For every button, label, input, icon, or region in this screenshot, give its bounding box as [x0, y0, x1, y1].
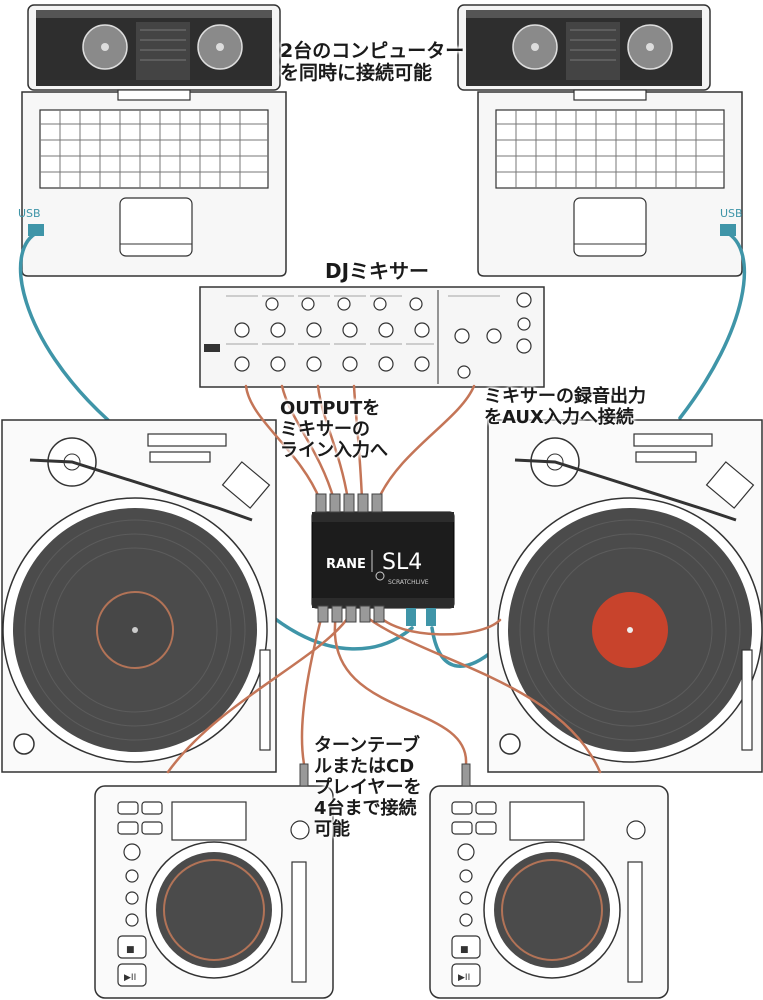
trackpad	[119, 197, 193, 257]
audio-cables	[166, 384, 602, 774]
turntable-label-line: 可能	[314, 819, 350, 840]
device-brand: RANE	[326, 557, 366, 572]
cue-button	[451, 935, 481, 959]
output-label-line: ライン入力へ	[280, 440, 388, 461]
play-pause-button	[117, 963, 147, 987]
usb-plug-right	[720, 224, 736, 236]
trackpad	[573, 197, 647, 257]
record-output-label: ミキサーの録音出力 をAUX入力へ接続	[484, 386, 646, 428]
laptop-left	[21, 4, 287, 277]
usb-cable-left	[18, 230, 110, 422]
usb-label-left: USB	[18, 207, 41, 220]
turntable-label-line: ルまたはCD	[314, 756, 415, 777]
device-model: SL4	[382, 550, 422, 575]
output-label: OUTPUTを ミキサーの ライン入力へ	[280, 398, 388, 461]
device-partner: SCRATCHLIVE	[388, 579, 429, 586]
computers-label-line: を同時に接続可能	[280, 62, 433, 84]
usb-label-right: USB	[720, 207, 743, 220]
output-label-line: ミキサーの	[280, 419, 370, 440]
tonearm-head	[221, 461, 271, 509]
tonearm-head	[705, 461, 755, 509]
computers-label-line: 2台のコンピューター	[280, 40, 465, 62]
output-label-line: OUTPUTを	[280, 398, 381, 419]
rane-sl4-interface: RANE SL4 SCRATCHLIVE	[311, 493, 455, 626]
turntable-label-line: プレイヤーを	[314, 777, 422, 798]
cd-display	[171, 801, 247, 841]
play-pause-icon: ▶II	[124, 973, 136, 983]
turntable-right	[487, 419, 763, 773]
keyboard	[39, 109, 269, 189]
play-pause-icon: ▶II	[458, 973, 470, 983]
start-stop-button	[499, 733, 521, 755]
cd-player-right: ■ ▶II	[429, 785, 669, 999]
record-output-label-line: ミキサーの録音出力	[484, 386, 646, 407]
pitch-slider	[741, 649, 753, 751]
cd-player-left: ■ ▶II	[94, 785, 334, 999]
cue-icon: ■	[126, 945, 135, 955]
turntable-label-line: ターンテーブ	[314, 735, 421, 756]
turntable-left	[1, 419, 277, 773]
record-output-label-line: をAUX入力へ接続	[484, 407, 634, 428]
cue-icon: ■	[460, 945, 469, 955]
usb-cable-right	[678, 230, 747, 420]
pitch-slider	[259, 649, 271, 751]
keyboard	[495, 109, 725, 189]
usb-cable-right-to-device	[430, 626, 496, 668]
turntable-label-line: 4台まで接続	[314, 798, 417, 819]
dj-mixer	[199, 286, 545, 388]
cd-display	[509, 801, 585, 841]
computers-label: 2台のコンピューター を同時に接続可能	[280, 40, 464, 84]
cue-button	[117, 935, 147, 959]
turntable-label: ターンテーブ ルまたはCD プレイヤーを 4台まで接続 可能	[314, 735, 421, 840]
play-pause-button	[451, 963, 481, 987]
mixer-title: DJミキサー	[325, 259, 430, 283]
usb-plug-left	[28, 224, 44, 236]
start-stop-button	[13, 733, 35, 755]
laptop-right	[457, 4, 743, 277]
